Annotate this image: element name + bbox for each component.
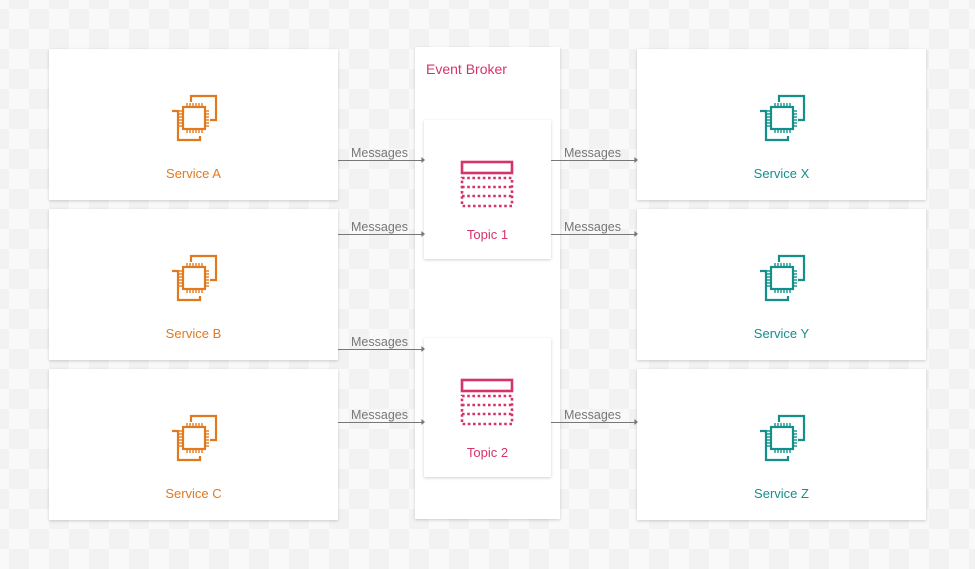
topic-label: Topic 1 <box>466 227 509 242</box>
edge-label: Messages <box>351 335 408 349</box>
chip-instances-icon <box>169 93 219 143</box>
service-x-node[interactable]: Service X <box>637 49 926 200</box>
chip-instances-icon <box>169 253 219 303</box>
edge-arrow[interactable] <box>338 349 424 350</box>
service-y-node[interactable]: Service Y <box>637 209 926 360</box>
edge-label: Messages <box>351 220 408 234</box>
service-b-node[interactable]: Service B <box>49 209 338 360</box>
edge-label: Messages <box>351 408 408 422</box>
service-label: Service Z <box>754 486 809 501</box>
service-label: Service A <box>166 166 221 181</box>
service-a-node[interactable]: Service A <box>49 49 338 200</box>
edge-label: Messages <box>564 220 621 234</box>
chip-instances-icon <box>757 93 807 143</box>
topic-label: Topic 2 <box>466 445 509 460</box>
edge-arrow[interactable] <box>551 422 637 423</box>
service-label: Service B <box>165 326 222 341</box>
edge-arrow[interactable] <box>551 234 637 235</box>
chip-instances-icon <box>757 413 807 463</box>
chip-instances-icon <box>757 253 807 303</box>
service-label: Service C <box>165 486 222 501</box>
service-c-node[interactable]: Service C <box>49 369 338 520</box>
topic-2-node[interactable]: Topic 2 <box>424 338 551 477</box>
service-label: Service X <box>753 166 810 181</box>
chip-instances-icon <box>169 413 219 463</box>
topic-table-icon <box>460 378 514 426</box>
service-label: Service Y <box>753 326 810 341</box>
edge-label: Messages <box>564 408 621 422</box>
topic-1-node[interactable]: Topic 1 <box>424 120 551 259</box>
topic-table-icon <box>460 160 514 208</box>
service-z-node[interactable]: Service Z <box>637 369 926 520</box>
edge-arrow[interactable] <box>338 422 424 423</box>
edge-arrow[interactable] <box>338 234 424 235</box>
edge-label: Messages <box>351 146 408 160</box>
edge-arrow[interactable] <box>551 160 637 161</box>
broker-title: Event Broker <box>426 61 507 77</box>
edge-arrow[interactable] <box>338 160 424 161</box>
edge-label: Messages <box>564 146 621 160</box>
